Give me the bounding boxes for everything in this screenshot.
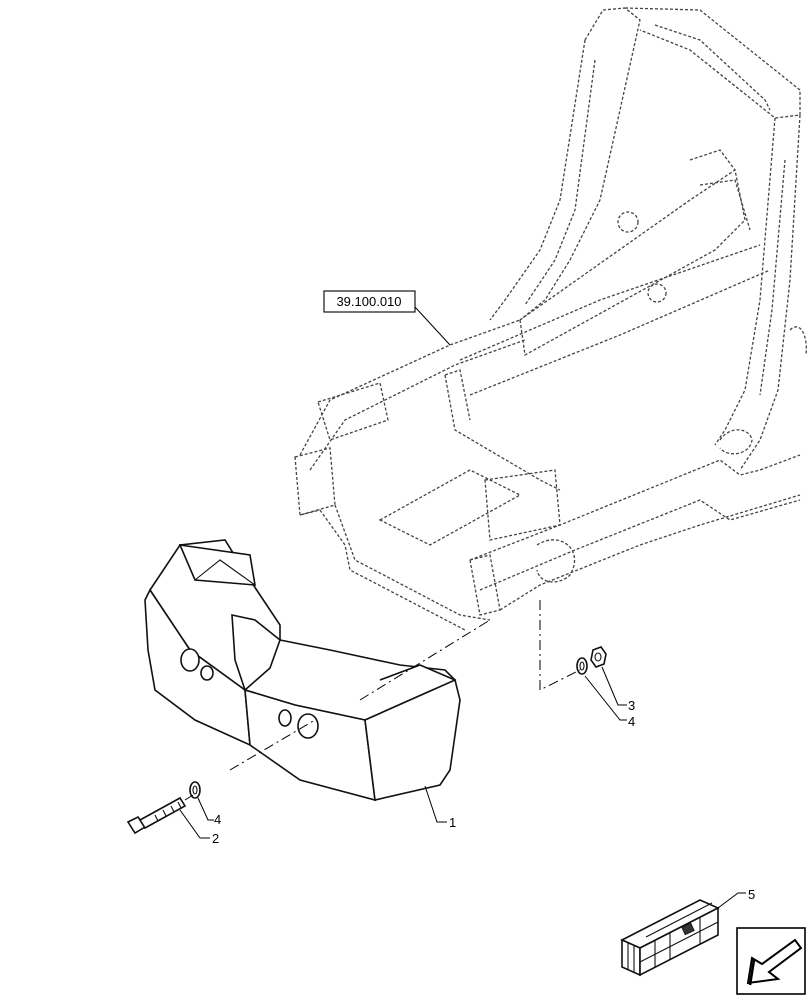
leader-washer-rear: [584, 675, 627, 721]
leader-washer-front: [197, 797, 214, 821]
leader-bolt: [179, 809, 210, 839]
reference-leader: [414, 306, 451, 346]
arrow-left-down-icon[interactable]: [736, 927, 806, 995]
washer-front-part[interactable]: [189, 781, 201, 799]
callout-weight: 1: [449, 815, 456, 830]
leader-nut: [601, 666, 627, 706]
callout-nut: 3: [628, 698, 635, 713]
callout-washer-rear: 4: [628, 714, 635, 729]
nut-center-line: [539, 600, 581, 691]
washer-rear-part[interactable]: [576, 657, 588, 675]
reference-label[interactable]: 39.100.010: [323, 290, 416, 313]
callout-washer-front: 4: [214, 812, 221, 827]
washer-center-line: [184, 794, 194, 801]
callout-bolt: 2: [212, 831, 219, 846]
leader-kit: [717, 892, 746, 909]
nut-part[interactable]: [590, 646, 607, 668]
bolt-part[interactable]: [126, 796, 187, 835]
chassis-frame: [294, 7, 807, 631]
bolt-center-line: [229, 719, 316, 771]
weight-center-line: [359, 619, 491, 701]
callout-kit: 5: [748, 887, 755, 902]
crate-icon[interactable]: [620, 899, 720, 977]
counterweight-part[interactable]: [144, 539, 461, 802]
leader-weight: [424, 785, 447, 823]
reference-label-text: 39.100.010: [336, 294, 401, 309]
